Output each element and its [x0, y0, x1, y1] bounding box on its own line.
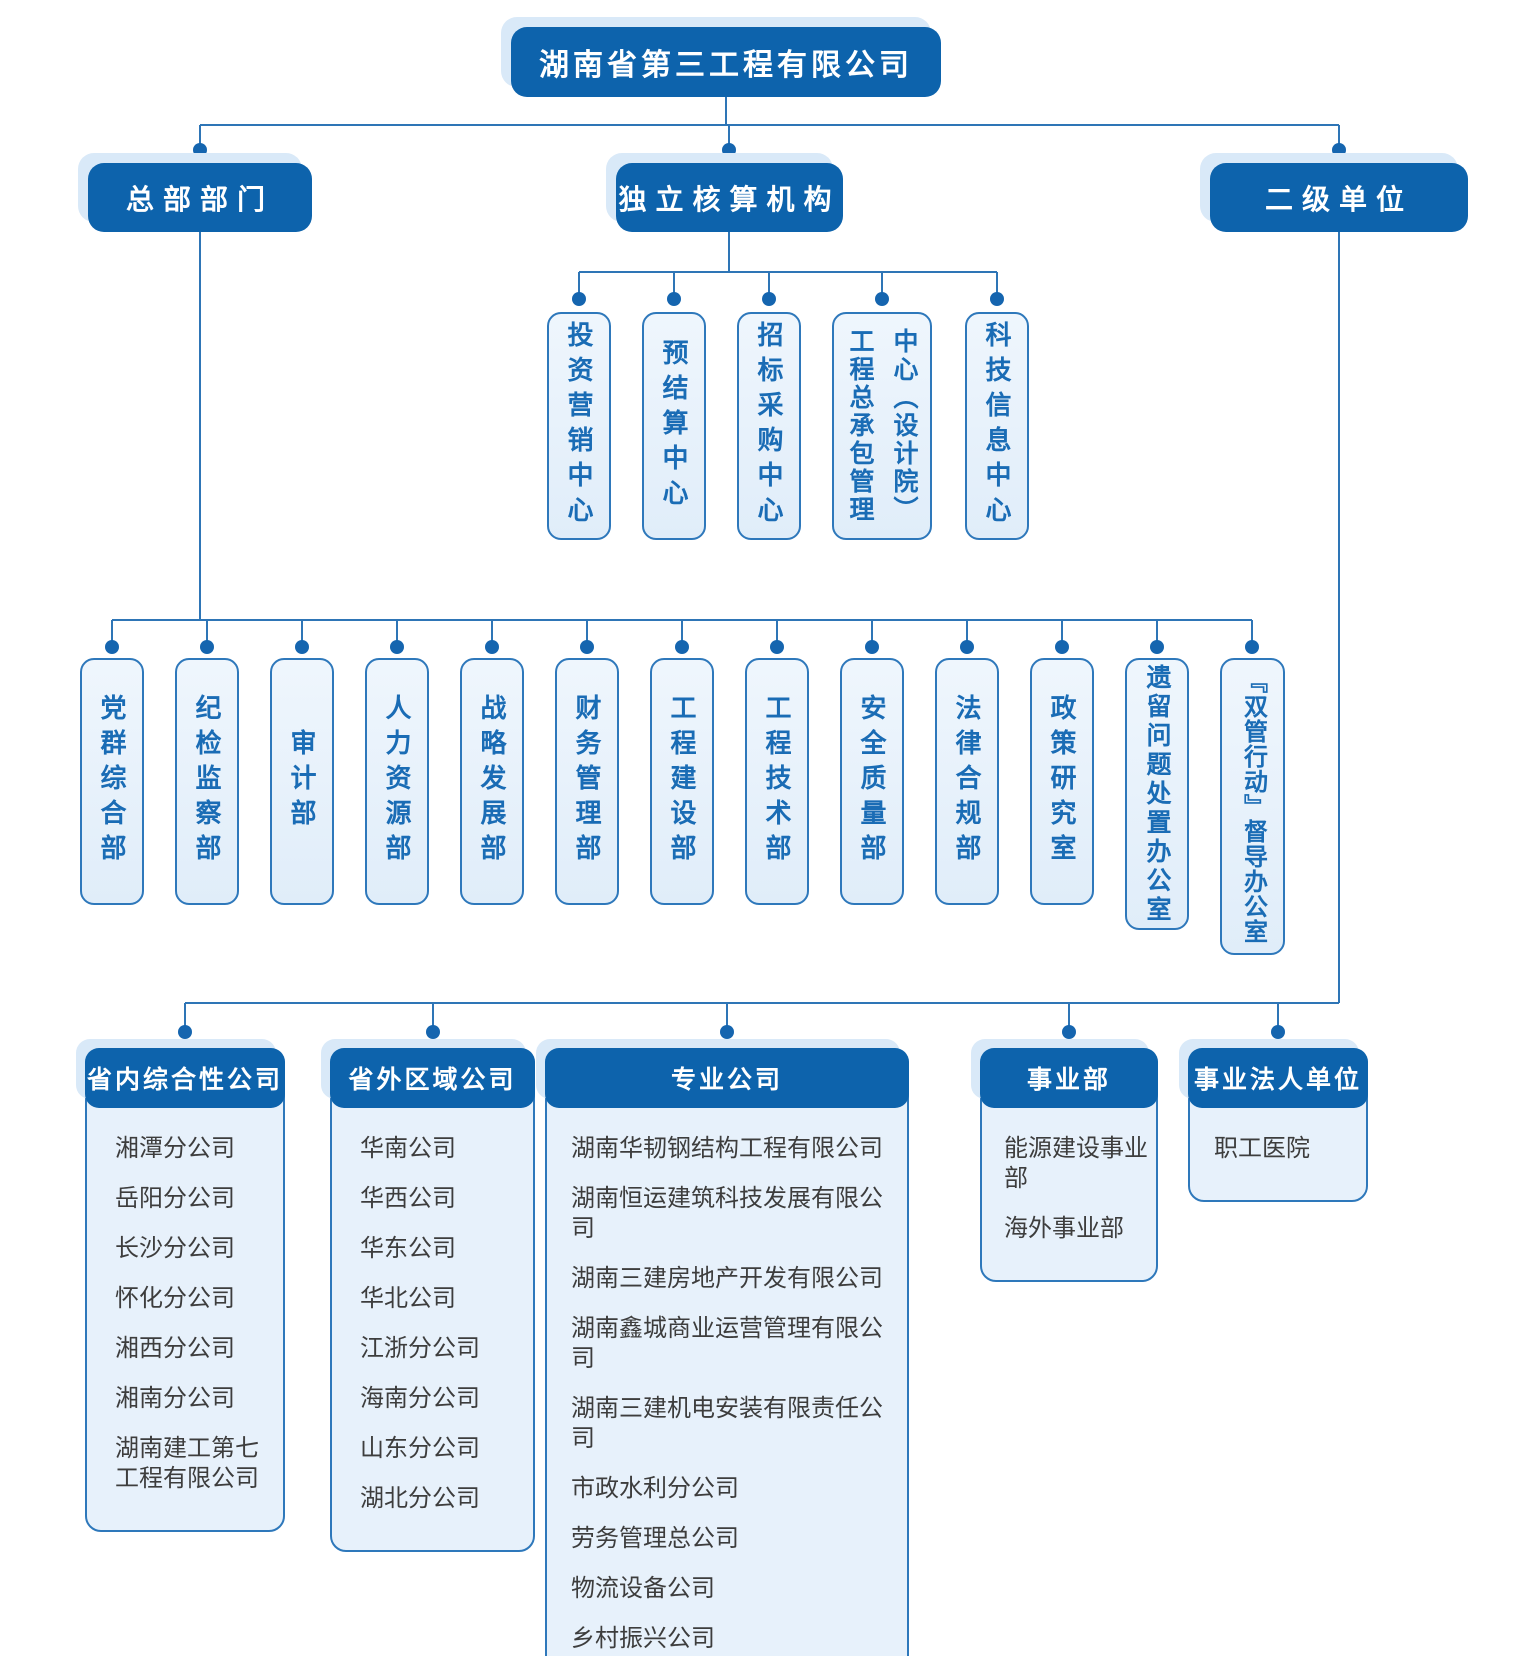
list-item: 海南分公司: [360, 1385, 480, 1412]
center-box: 投资营销中心: [547, 312, 611, 540]
group-title: 专业公司: [545, 1048, 909, 1108]
connector-dots: [105, 143, 1346, 1039]
center-box: 工程总承包管理 中心（设计院）: [832, 312, 932, 540]
group-legal-entity-units: 事业法人单位 职工医院: [1188, 1048, 1368, 1202]
dept-label: 遗留问题处置办公室: [1143, 663, 1171, 925]
group-title: 事业法人单位: [1188, 1048, 1368, 1108]
list-item: 湘南分公司: [115, 1385, 235, 1412]
dept-box: 纪检监察部: [175, 658, 239, 905]
list-item: 湖南建工第七工程有限公司: [115, 1435, 259, 1492]
dept-label: 战略发展部: [477, 694, 507, 869]
list-item: 能源建设事业部: [1004, 1135, 1148, 1192]
dept-label: 工程技术部: [762, 694, 792, 869]
dept-label: 财务管理部: [572, 694, 602, 869]
list-item: 华北公司: [360, 1285, 456, 1312]
dept-box: 遗留问题处置办公室: [1125, 658, 1189, 930]
list-item: 湘潭分公司: [115, 1135, 235, 1162]
list-item: 湘西分公司: [115, 1335, 235, 1362]
center-label: 科技信息中心: [982, 321, 1012, 531]
dept-box: 工程建设部: [650, 658, 714, 905]
center-box: 科技信息中心: [965, 312, 1029, 540]
list-item: 华南公司: [360, 1135, 456, 1162]
group-item-list: 华南公司 华西公司 华东公司 华北公司 江浙分公司 海南分公司 山东分公司 湖北…: [332, 1108, 533, 1550]
center-box: 招标采购中心: [737, 312, 801, 540]
branch-secondary-label: 二级单位: [1264, 183, 1413, 215]
dept-label: 纪检监察部: [192, 694, 222, 869]
dept-label: 法律合规部: [952, 694, 982, 869]
dept-box: 工程技术部: [745, 658, 809, 905]
dept-box: 安全质量部: [840, 658, 904, 905]
center-label: 招标采购中心: [754, 321, 784, 531]
list-item: 山东分公司: [360, 1435, 480, 1462]
dept-box: 党群综合部: [80, 658, 144, 905]
list-item: 湖北分公司: [360, 1485, 480, 1512]
list-item: 职工医院: [1214, 1135, 1310, 1162]
center-label: 预结算中心: [659, 338, 689, 514]
group-item-list: 能源建设事业部 海外事业部: [982, 1108, 1156, 1280]
list-item: 物流设备公司: [571, 1575, 715, 1602]
group-item-list: 湘潭分公司 岳阳分公司 长沙分公司 怀化分公司 湘西分公司 湘南分公司 湖南建工…: [87, 1108, 283, 1530]
group-business-divisions: 事业部 能源建设事业部 海外事业部: [980, 1048, 1158, 1282]
group-title: 省内综合性公司: [85, 1048, 285, 1108]
dept-box: 法律合规部: [935, 658, 999, 905]
group-title: 省外区域公司: [330, 1048, 535, 1108]
dept-label: 安全质量部: [857, 694, 887, 869]
group-specialized-companies: 专业公司 湖南华韧钢结构工程有限公司 湖南恒运建筑科技发展有限公司 湖南三建房地…: [545, 1048, 909, 1656]
center-label: 投资营销中心: [564, 321, 594, 531]
dept-label: 工程建设部: [667, 694, 697, 869]
root-company-node: 湖南省第三工程有限公司: [511, 27, 941, 97]
dept-box: 『双管行动』督导办公室: [1220, 658, 1285, 955]
center-label: 工程总承包管理 中心（设计院）: [846, 328, 918, 524]
list-item: 湖南恒运建筑科技发展有限公司: [571, 1185, 883, 1242]
center-box: 预结算中心: [642, 312, 706, 540]
dept-box: 财务管理部: [555, 658, 619, 905]
list-item: 江浙分公司: [360, 1335, 480, 1362]
dept-box: 战略发展部: [460, 658, 524, 905]
root-company-title: 湖南省第三工程有限公司: [539, 49, 913, 82]
dept-label: 『双管行动』督导办公室: [1239, 669, 1267, 944]
list-item: 劳务管理总公司: [571, 1525, 739, 1552]
dept-box: 人力资源部: [365, 658, 429, 905]
branch-hq-node: 总部部门: [88, 163, 312, 232]
list-item: 湖南鑫城商业运营管理有限公司: [571, 1315, 883, 1372]
branch-hq-label: 总部部门: [125, 183, 274, 215]
group-provincial-companies: 省内综合性公司 湘潭分公司 岳阳分公司 长沙分公司 怀化分公司 湘西分公司 湘南…: [85, 1048, 285, 1532]
dept-label: 人力资源部: [382, 694, 412, 869]
list-item: 海外事业部: [1004, 1215, 1124, 1242]
list-item: 长沙分公司: [115, 1235, 235, 1262]
list-item: 市政水利分公司: [571, 1475, 739, 1502]
list-item: 岳阳分公司: [115, 1185, 235, 1212]
list-item: 怀化分公司: [115, 1285, 235, 1312]
dept-box: 政策研究室: [1030, 658, 1094, 905]
dept-label: 政策研究室: [1047, 694, 1077, 869]
group-title: 事业部: [980, 1048, 1158, 1108]
branch-independent-label: 独立核算机构: [618, 183, 841, 215]
list-item: 华东公司: [360, 1235, 456, 1262]
branch-independent-node: 独立核算机构: [616, 163, 843, 232]
group-item-list: 湖南华韧钢结构工程有限公司 湖南恒运建筑科技发展有限公司 湖南三建房地产开发有限…: [547, 1108, 907, 1656]
list-item: 乡村振兴公司: [571, 1625, 715, 1652]
dept-label: 审计部: [287, 729, 317, 834]
dept-label: 党群综合部: [97, 694, 127, 869]
list-item: 华西公司: [360, 1185, 456, 1212]
branch-secondary-node: 二级单位: [1210, 163, 1468, 232]
dept-box: 审计部: [270, 658, 334, 905]
list-item: 湖南三建房地产开发有限公司: [571, 1265, 883, 1292]
list-item: 湖南华韧钢结构工程有限公司: [571, 1135, 883, 1162]
group-outside-province-companies: 省外区域公司 华南公司 华西公司 华东公司 华北公司 江浙分公司 海南分公司 山…: [330, 1048, 535, 1552]
list-item: 湖南三建机电安装有限责任公司: [571, 1395, 883, 1452]
group-item-list: 职工医院: [1190, 1108, 1366, 1200]
